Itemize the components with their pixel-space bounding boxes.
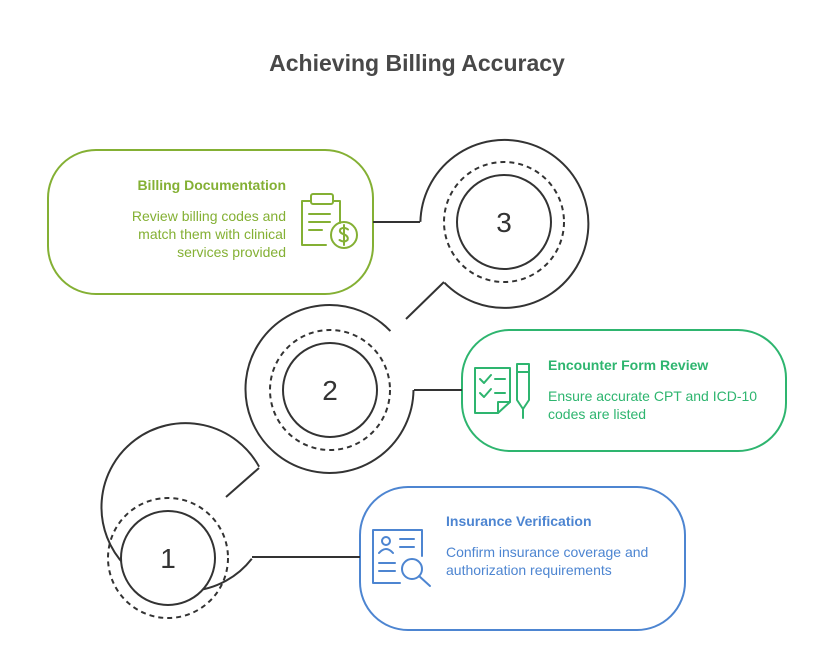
insurance-verification-card <box>359 486 686 631</box>
step-3-dashed-ring <box>443 161 565 283</box>
insurance-verification-title: Insurance Verification <box>446 513 592 529</box>
diagram-title: Achieving Billing Accuracy <box>269 50 565 76</box>
step-2-outer-ring <box>244 303 415 474</box>
id-card-search-icon <box>372 529 431 587</box>
billing-documentation-title: Billing Documentation <box>137 177 286 193</box>
step-1-inner-circle <box>120 510 216 606</box>
step-3-inner-circle <box>456 174 552 270</box>
connector-3-2 <box>405 281 445 320</box>
encounter-form-review-description: Ensure accurate CPT and ICD-10 codes are… <box>548 388 758 422</box>
step-2-dashed-ring <box>269 329 391 451</box>
checklist-pen-icon <box>474 363 530 419</box>
step-2-inner-circle <box>282 342 378 438</box>
insurance-verification-description: Confirm insurance coverage and authoriza… <box>446 544 649 578</box>
connector-2-1 <box>225 467 260 498</box>
step-2-number: 2 <box>322 375 338 406</box>
insurance-verification-text: Insurance Verification Confirm insurance… <box>446 513 656 579</box>
step-3-outer-ring <box>419 138 590 309</box>
connectors <box>225 221 462 558</box>
encounter-form-review-text: Encounter Form Review Ensure accurate CP… <box>548 357 758 423</box>
billing-documentation-text: Billing Documentation Review billing cod… <box>108 177 286 261</box>
clipboard-dollar-icon <box>301 193 358 249</box>
step-3-number: 3 <box>496 207 512 238</box>
billing-documentation-description: Review billing codes and match them with… <box>131 208 286 260</box>
step-1-dashed-ring <box>107 497 229 619</box>
encounter-form-review-title: Encounter Form Review <box>548 357 709 373</box>
step-1-number: 1 <box>160 543 176 574</box>
